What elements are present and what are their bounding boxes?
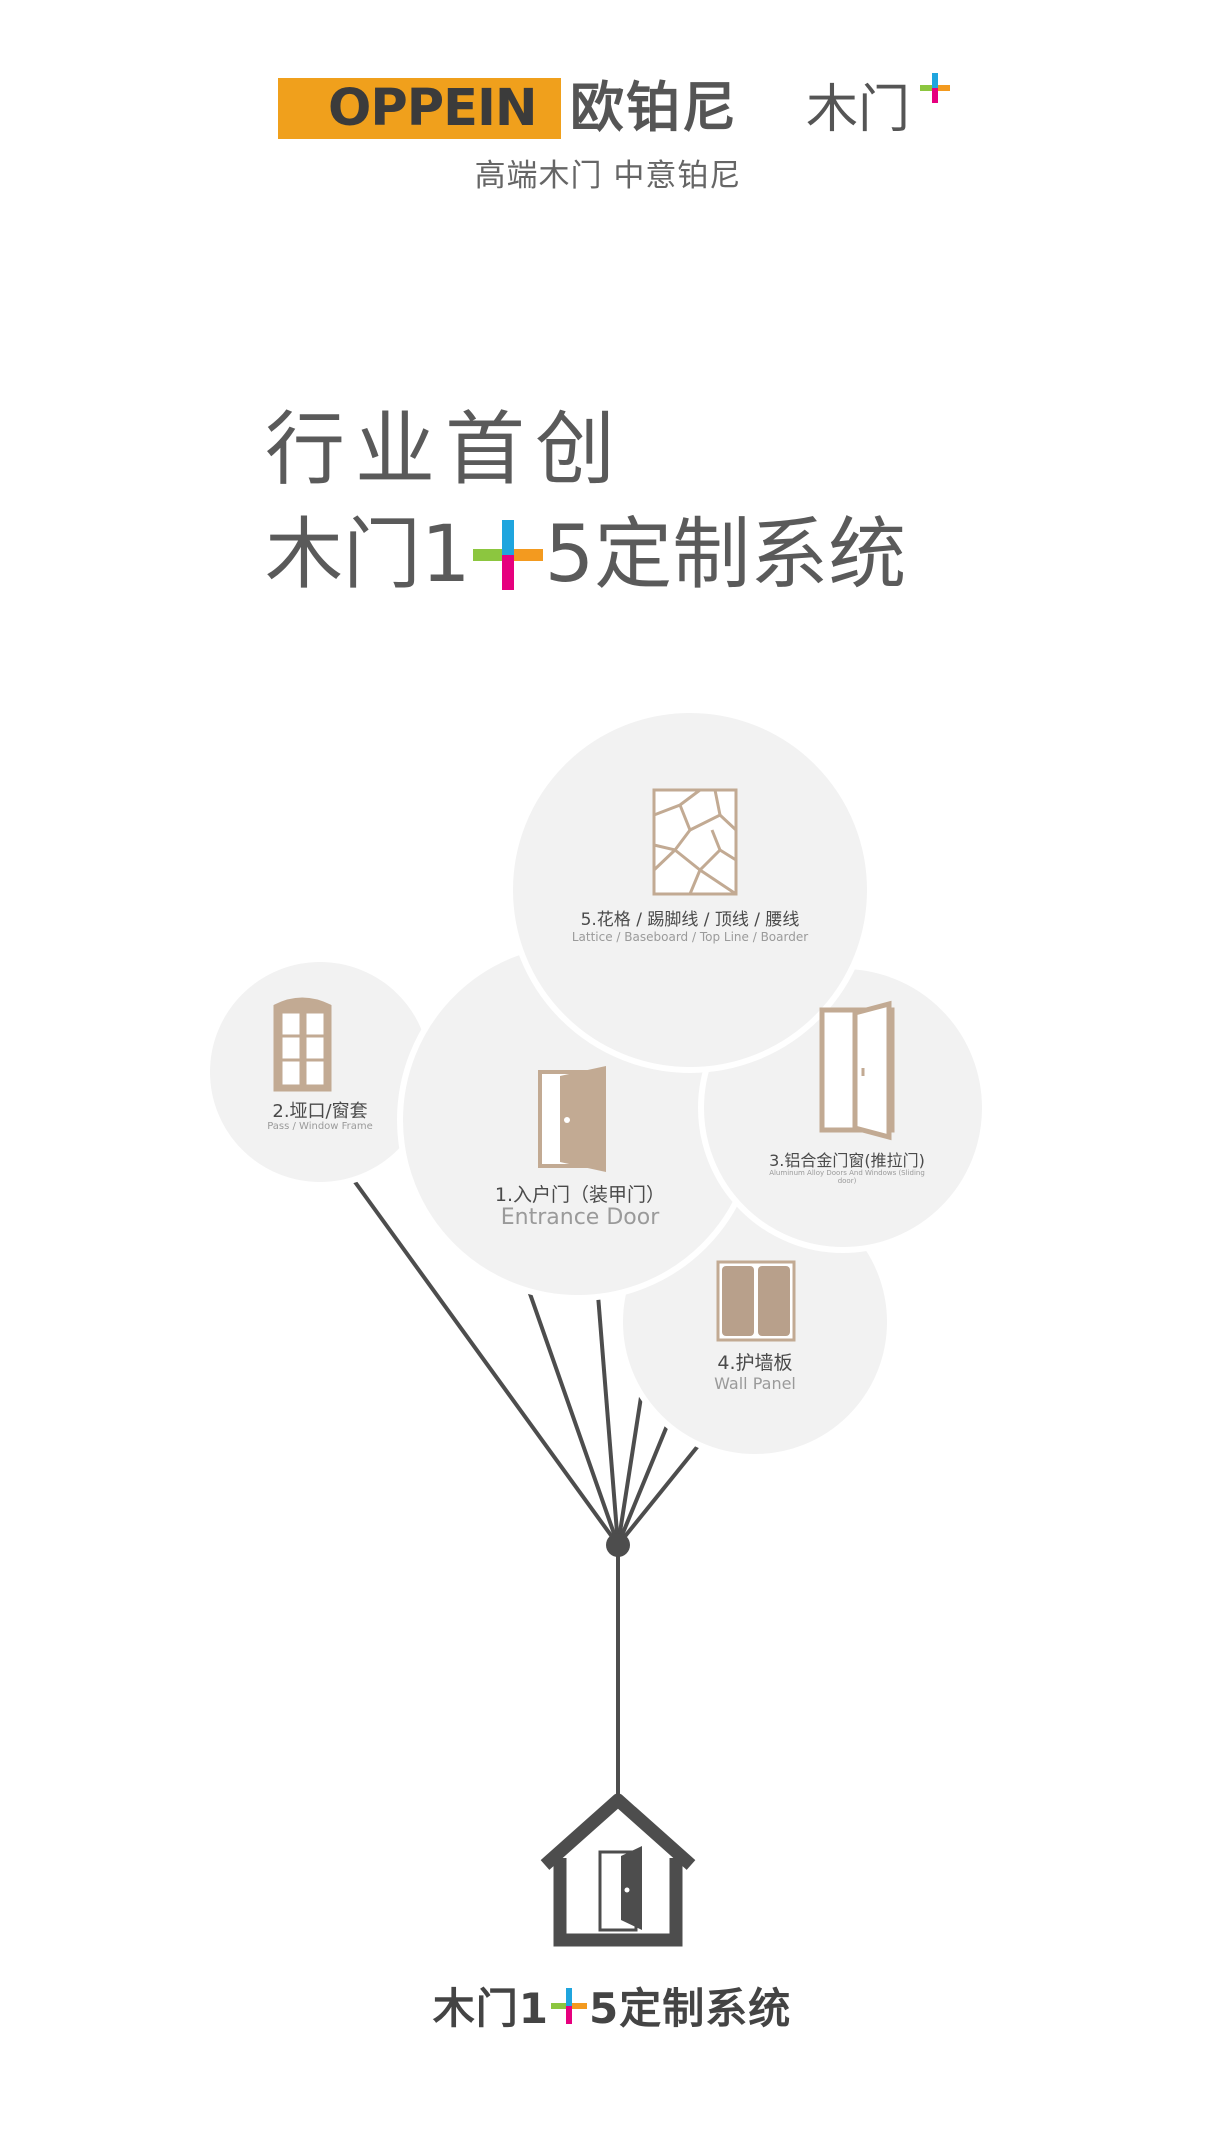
logo-product: 木门	[806, 80, 911, 140]
logo-orange-block	[278, 78, 561, 139]
aluminum-door-label: 3.铝合金门窗(推拉门)	[769, 1151, 925, 1170]
wall-panel-sub: Wall Panel	[714, 1374, 796, 1393]
lattice-label: 5.花格 / 踢脚线 / 顶线 / 腰线	[580, 910, 800, 930]
footer-title: 木门1 5定制系统	[0, 1975, 1224, 2036]
window-frame-sub: Pass / Window Frame	[267, 1121, 373, 1132]
entrance-door-label: 1.入户门（装甲门）	[494, 1184, 666, 1206]
lattice-sub: Lattice / Baseboard / Top Line / Boarder	[571, 930, 809, 944]
aluminum-door-sub: Aluminum Alloy Doors And Windows (Slidin…	[769, 1169, 925, 1185]
house-door-icon	[540, 1793, 696, 1947]
string-line	[596, 1294, 620, 1546]
colored-plus-icon	[472, 519, 543, 590]
entrance-door-sub: Entrance Door	[500, 1205, 660, 1230]
headline-prefix: 木门1	[265, 509, 471, 600]
footer-suffix: 5定制系统	[589, 1984, 792, 2033]
logo-brand-en: OPPEIN	[328, 79, 538, 138]
window-frame-label: 2.垭口/窗套	[272, 1101, 368, 1122]
logo-brand-cn: 欧铂尼	[570, 76, 738, 139]
wall-panel-label: 4.护墙板	[717, 1352, 793, 1374]
string-line	[353, 1180, 620, 1547]
entrance-door-icon	[538, 1066, 606, 1172]
arch-window-icon	[273, 997, 332, 1092]
headline-suffix: 5定制系统	[544, 509, 907, 600]
wall-panel-icon	[716, 1260, 796, 1342]
footer-prefix: 木门1	[432, 1984, 549, 2033]
aluminum-door-icon	[819, 1000, 895, 1141]
headline-line2: 木门1 5定制系统	[265, 500, 906, 605]
string-line	[526, 1287, 620, 1546]
colored-plus-icon	[920, 73, 950, 103]
tagline: 高端木门 中意铂尼	[474, 158, 742, 194]
headline-line1: 行业首创	[265, 403, 625, 496]
string-knot	[606, 1533, 630, 1557]
colored-plus-icon	[551, 1987, 587, 2024]
lattice-icon	[652, 788, 738, 896]
